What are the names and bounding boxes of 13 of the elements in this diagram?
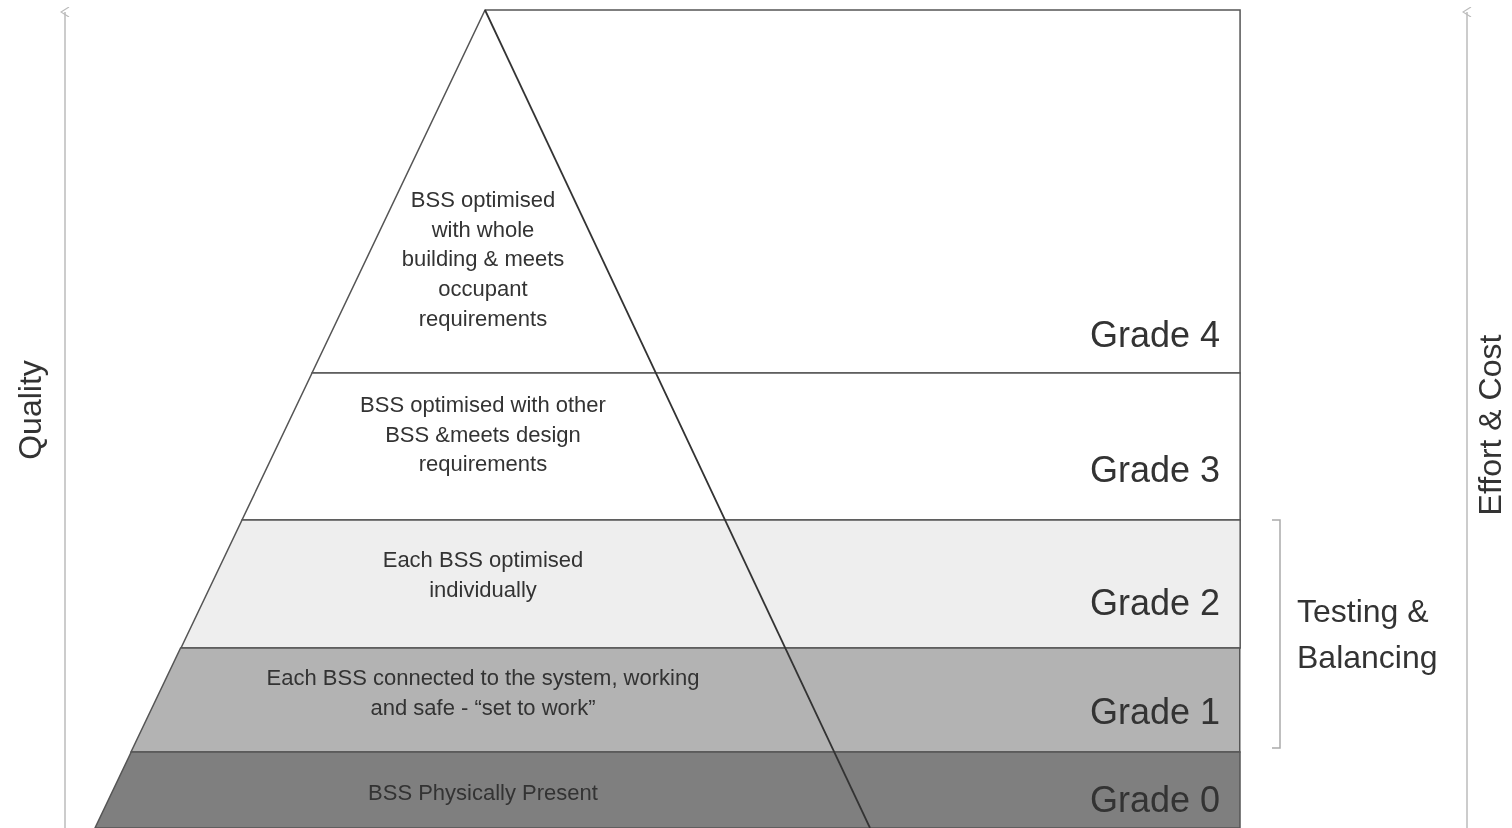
axis-label: Effort & Cost — [1471, 334, 1509, 516]
grade-label: Grade 1 — [1089, 692, 1220, 732]
band-description: Each BSS optimised individually — [381, 546, 585, 604]
grade-label: Grade 0 — [1089, 780, 1220, 820]
band-description: BSS optimised with whole building & meets occupant requirements — [400, 186, 566, 333]
grade-label: Grade 4 — [1089, 315, 1220, 355]
grade-label: Grade 2 — [1089, 583, 1220, 623]
band-description: BSS Physically Present — [367, 779, 599, 807]
band-description: Each BSS connected to the system, working and safe - “set to work” — [265, 664, 701, 722]
grade-label: Grade 3 — [1089, 450, 1220, 490]
axis-label: Quality — [11, 360, 49, 460]
bracket-label: Testing & Balancing — [1297, 592, 1439, 678]
band-description: BSS optimised with other BSS &meets design requirements — [359, 391, 607, 479]
